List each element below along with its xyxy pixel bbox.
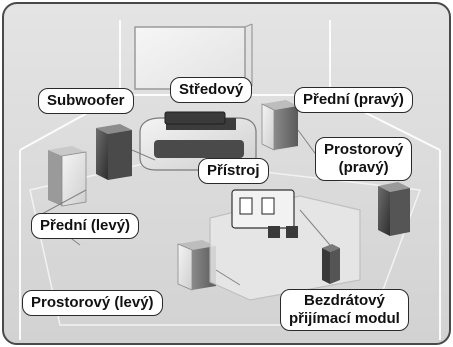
receiver-back-panel-inset <box>231 189 298 238</box>
label-wireless-module: Bezdrátový přijímací modul <box>280 289 409 331</box>
wireless-receiver-module <box>322 244 340 284</box>
label-device: Přístroj <box>198 158 269 184</box>
subwoofer-speaker <box>96 124 132 180</box>
surround-right-speaker <box>378 182 410 236</box>
front-left-speaker <box>48 146 87 207</box>
label-surround-right: Prostorový (pravý) <box>315 137 413 181</box>
label-surround-left: Prostorový (levý) <box>22 290 163 316</box>
label-center: Středový <box>170 77 253 103</box>
label-front-right: Přední (pravý) <box>294 87 413 113</box>
label-subwoofer: Subwoofer <box>38 88 134 114</box>
label-front-left: Přední (levý) <box>31 213 140 239</box>
center-speaker <box>164 111 226 125</box>
front-right-speaker <box>261 100 298 151</box>
